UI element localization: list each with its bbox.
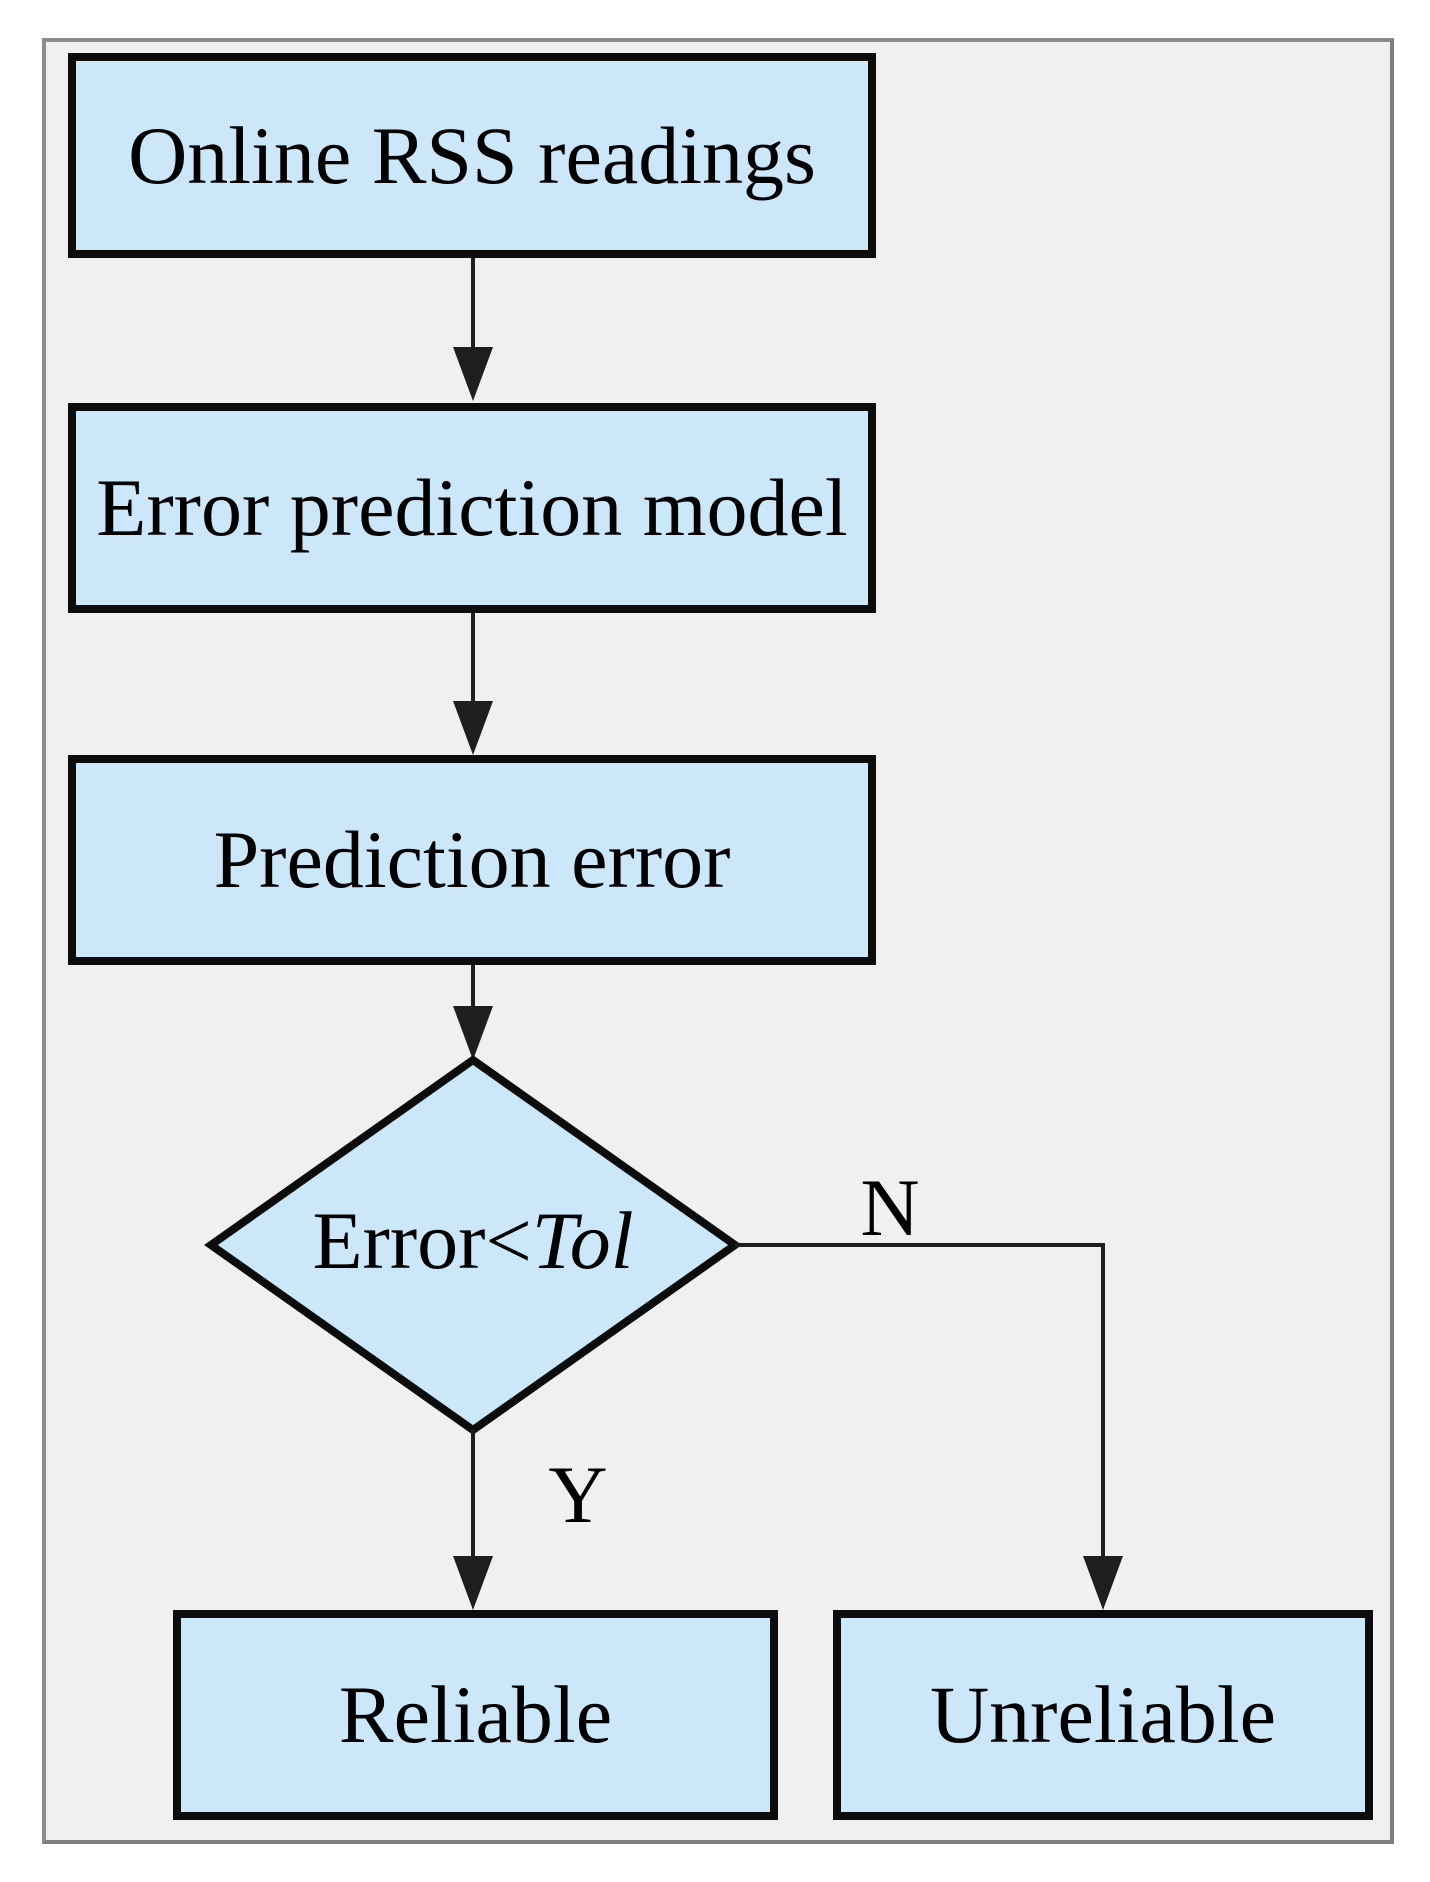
arrowhead-icon-model-to-error <box>453 701 493 755</box>
node-prediction-error: Prediction error <box>68 755 876 965</box>
decision-label: Error<Tol <box>312 1200 633 1282</box>
diagram-frame: Online RSS readings Error prediction mod… <box>42 38 1394 1844</box>
arrowhead-icon-error-to-decision <box>453 1006 493 1060</box>
node-label: Unreliable <box>929 1669 1277 1760</box>
node-label: Reliable <box>338 1669 613 1760</box>
decision-label-text: Error< <box>312 1195 532 1286</box>
node-label: Online RSS readings <box>128 109 816 201</box>
arrowhead-icon-decision-to-unreliable <box>1083 1556 1123 1610</box>
node-label: Error prediction model <box>96 462 848 553</box>
node-reliable: Reliable <box>173 1610 778 1820</box>
edge-label-yes: Y <box>548 1449 608 1540</box>
arrowhead-icon-decision-to-reliable <box>453 1556 493 1610</box>
connector-layer <box>204 258 1123 1610</box>
node-label: Prediction error <box>213 814 731 905</box>
connector-decision-to-unreliable <box>735 1243 1105 1558</box>
node-error-prediction-model: Error prediction model <box>68 403 876 613</box>
edge-label-no: N <box>860 1162 920 1253</box>
node-unreliable: Unreliable <box>833 1610 1373 1820</box>
decision-label-tol: Tol <box>531 1195 634 1286</box>
arrowhead-icon-online-to-model <box>453 347 493 401</box>
node-online-rss-readings: Online RSS readings <box>68 53 876 258</box>
